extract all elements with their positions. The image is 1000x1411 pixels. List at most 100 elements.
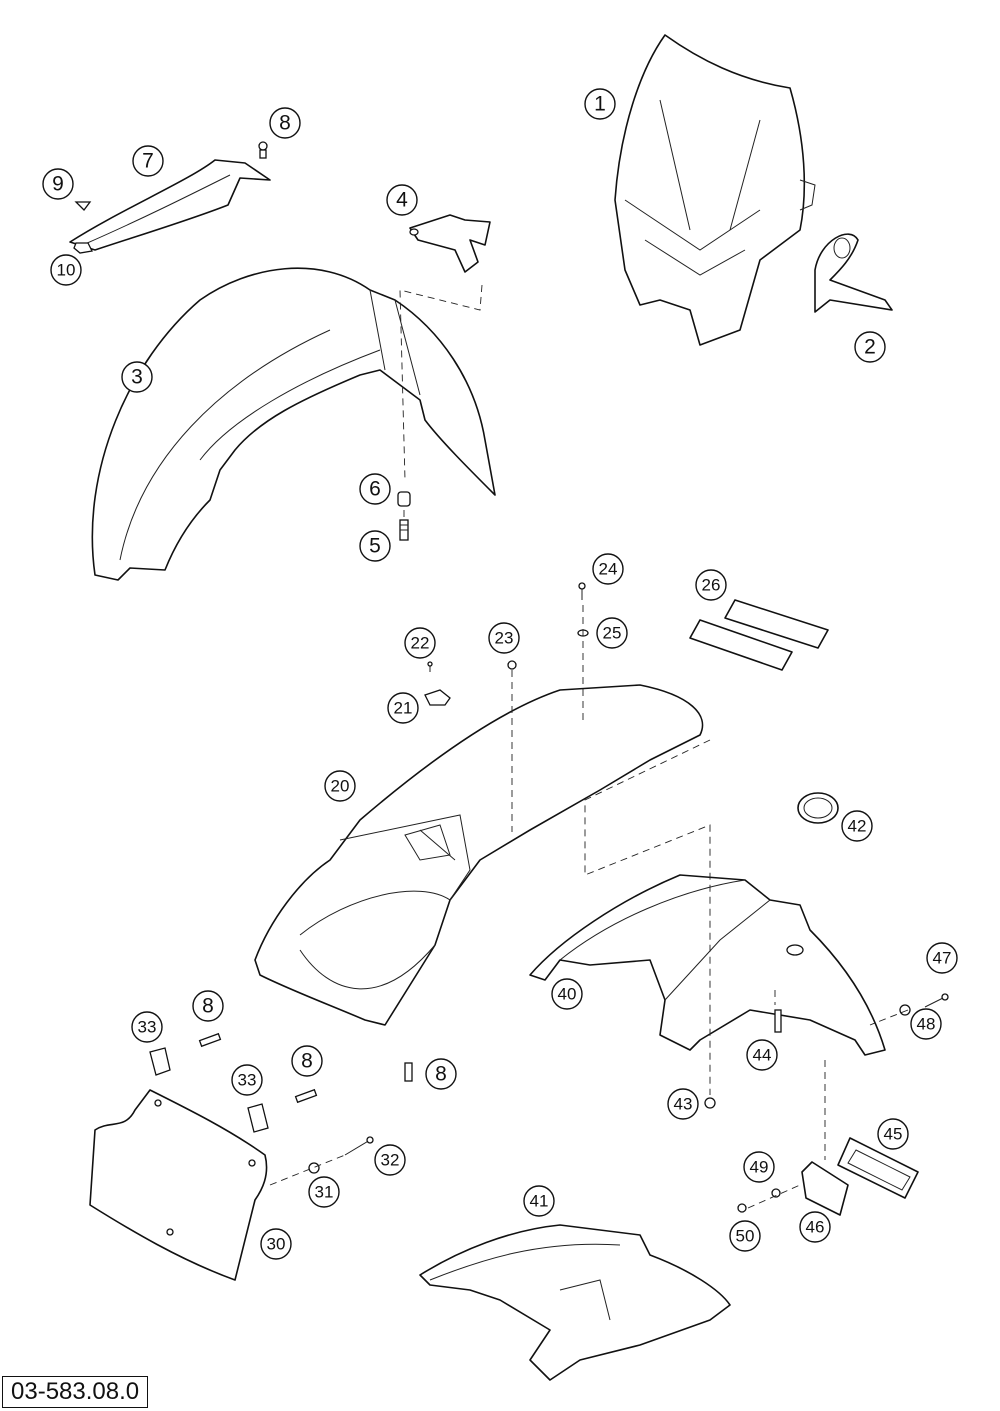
callout-43: 43 [667,1088,699,1120]
svg-text:9: 9 [52,173,64,196]
seat-clip [424,689,451,706]
callout-42: 42 [841,810,873,842]
svg-text:24: 24 [599,560,618,579]
callout-30: 30 [260,1228,292,1260]
svg-text:7: 7 [142,150,154,173]
plate-bolt-lower [294,1088,318,1104]
svg-text:46: 46 [806,1218,825,1237]
svg-text:23: 23 [495,629,514,648]
reflector-bracket [801,1161,849,1216]
fork-guard-bolt [258,141,268,159]
fender-screw [774,1009,782,1033]
callout-50: 50 [729,1220,761,1252]
svg-text:33: 33 [138,1018,157,1037]
svg-text:30: 30 [267,1235,286,1254]
svg-text:44: 44 [753,1046,772,1065]
svg-text:41: 41 [530,1192,549,1211]
svg-text:8: 8 [435,1063,447,1086]
svg-text:50: 50 [736,1227,755,1246]
callout-26: 26 [695,569,727,601]
front-fender [91,267,496,581]
svg-text:45: 45 [884,1125,903,1144]
svg-text:8: 8 [202,995,214,1018]
svg-text:43: 43 [674,1095,693,1114]
plate-clip-upper [149,1047,171,1076]
callout-21: 21 [387,692,419,724]
callout-2: 2 [854,331,886,363]
svg-text:42: 42 [848,817,867,836]
svg-text:8: 8 [279,112,291,135]
svg-text:4: 4 [396,189,408,212]
callout-41: 41 [523,1185,555,1217]
headlight-mask [614,34,816,346]
fender-bracket [409,214,491,273]
svg-text:2: 2 [864,336,876,359]
callout-7: 7 [132,145,164,177]
callout-49: 49 [743,1151,775,1183]
rear-tail-section [254,684,704,1026]
svg-text:25: 25 [603,624,622,643]
svg-text:1: 1 [594,93,606,116]
callout-8-left: 8 [192,990,224,1022]
callout-8-mid: 8 [291,1045,323,1077]
svg-text:48: 48 [917,1015,936,1034]
bracket-washer [771,1188,781,1198]
svg-text:33: 33 [238,1071,257,1090]
callout-40: 40 [551,978,583,1010]
svg-text:21: 21 [394,699,413,718]
diagram-reference-number: 03-583.08.0 [2,1376,149,1408]
callout-10: 10 [50,254,82,286]
bracket-nut [737,1203,747,1213]
svg-text:26: 26 [702,576,721,595]
svg-text:47: 47 [933,949,952,968]
fork-guard-screw [74,201,92,211]
callout-9: 9 [42,168,74,200]
svg-text:40: 40 [558,985,577,1004]
fender-bolt [399,519,409,541]
fender-spacer [397,491,411,507]
assembly-lines [269,284,909,1209]
fender-nut [704,1097,716,1109]
seat-washer [507,660,517,670]
callout-6: 6 [359,473,391,505]
callout-8-lower: 8 [425,1058,457,1090]
svg-text:8: 8 [301,1050,313,1073]
plate-bolt-upper [198,1032,222,1048]
callout-3: 3 [121,361,153,393]
callout-32: 32 [374,1144,406,1176]
seat-screw [427,661,433,672]
callout-22: 22 [404,627,436,659]
callout-20: 20 [324,770,356,802]
svg-text:5: 5 [369,535,381,558]
svg-text:31: 31 [315,1183,334,1202]
callout-48: 48 [910,1008,942,1040]
grommet [797,792,839,824]
fork-guard [69,159,271,251]
callout-45: 45 [877,1118,909,1150]
callout-8-top: 8 [269,107,301,139]
reflector-washer [899,1004,911,1016]
reflector-screw [924,993,949,1008]
callout-31: 31 [308,1176,340,1208]
number-plate [89,1089,268,1281]
callout-44: 44 [746,1039,778,1071]
callout-33-upper: 33 [131,1011,163,1043]
callout-33-lower: 33 [231,1064,263,1096]
callout-4: 4 [386,184,418,216]
svg-text:6: 6 [369,478,381,501]
rear-fender-alt [419,1224,731,1381]
tail-bolt-lower [404,1062,413,1082]
svg-text:3: 3 [131,366,143,389]
adhesive-strips [689,599,829,671]
tail-screw [578,582,586,600]
plate-washer [308,1162,320,1174]
plate-clip-lower [247,1103,269,1133]
headlight-clamp [814,233,893,313]
fork-guard-nut [73,242,93,254]
svg-text:22: 22 [411,634,430,653]
callout-1: 1 [584,88,616,120]
plate-screw [344,1136,374,1156]
callout-24: 24 [592,553,624,585]
svg-text:10: 10 [57,261,76,280]
